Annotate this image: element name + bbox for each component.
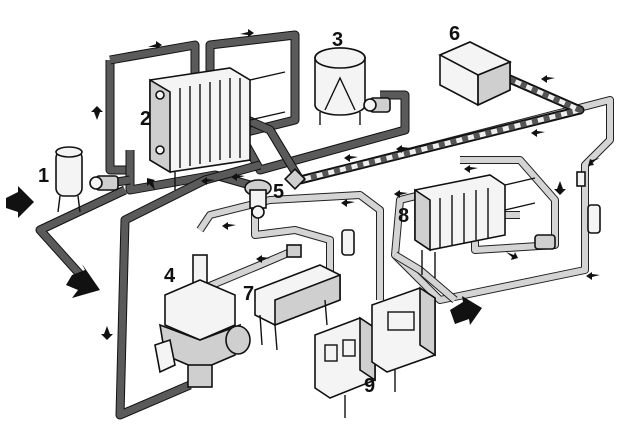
holding-tank-3 <box>315 48 390 125</box>
small-valve <box>285 169 305 189</box>
label-3: 3 <box>332 29 343 51</box>
water-heater-6 <box>440 42 510 105</box>
label-2: 2 <box>140 108 151 130</box>
label-6: 6 <box>449 23 460 45</box>
label-5: 5 <box>273 181 284 203</box>
control-panels-9 <box>315 288 435 418</box>
label-1: 1 <box>38 165 49 187</box>
label-4: 4 <box>164 265 176 287</box>
label-8: 8 <box>398 205 409 227</box>
inlet-arrow <box>6 186 34 218</box>
label-9: 9 <box>364 375 375 397</box>
plate-heat-exchanger-8 <box>415 172 600 278</box>
label-7: 7 <box>243 283 254 305</box>
